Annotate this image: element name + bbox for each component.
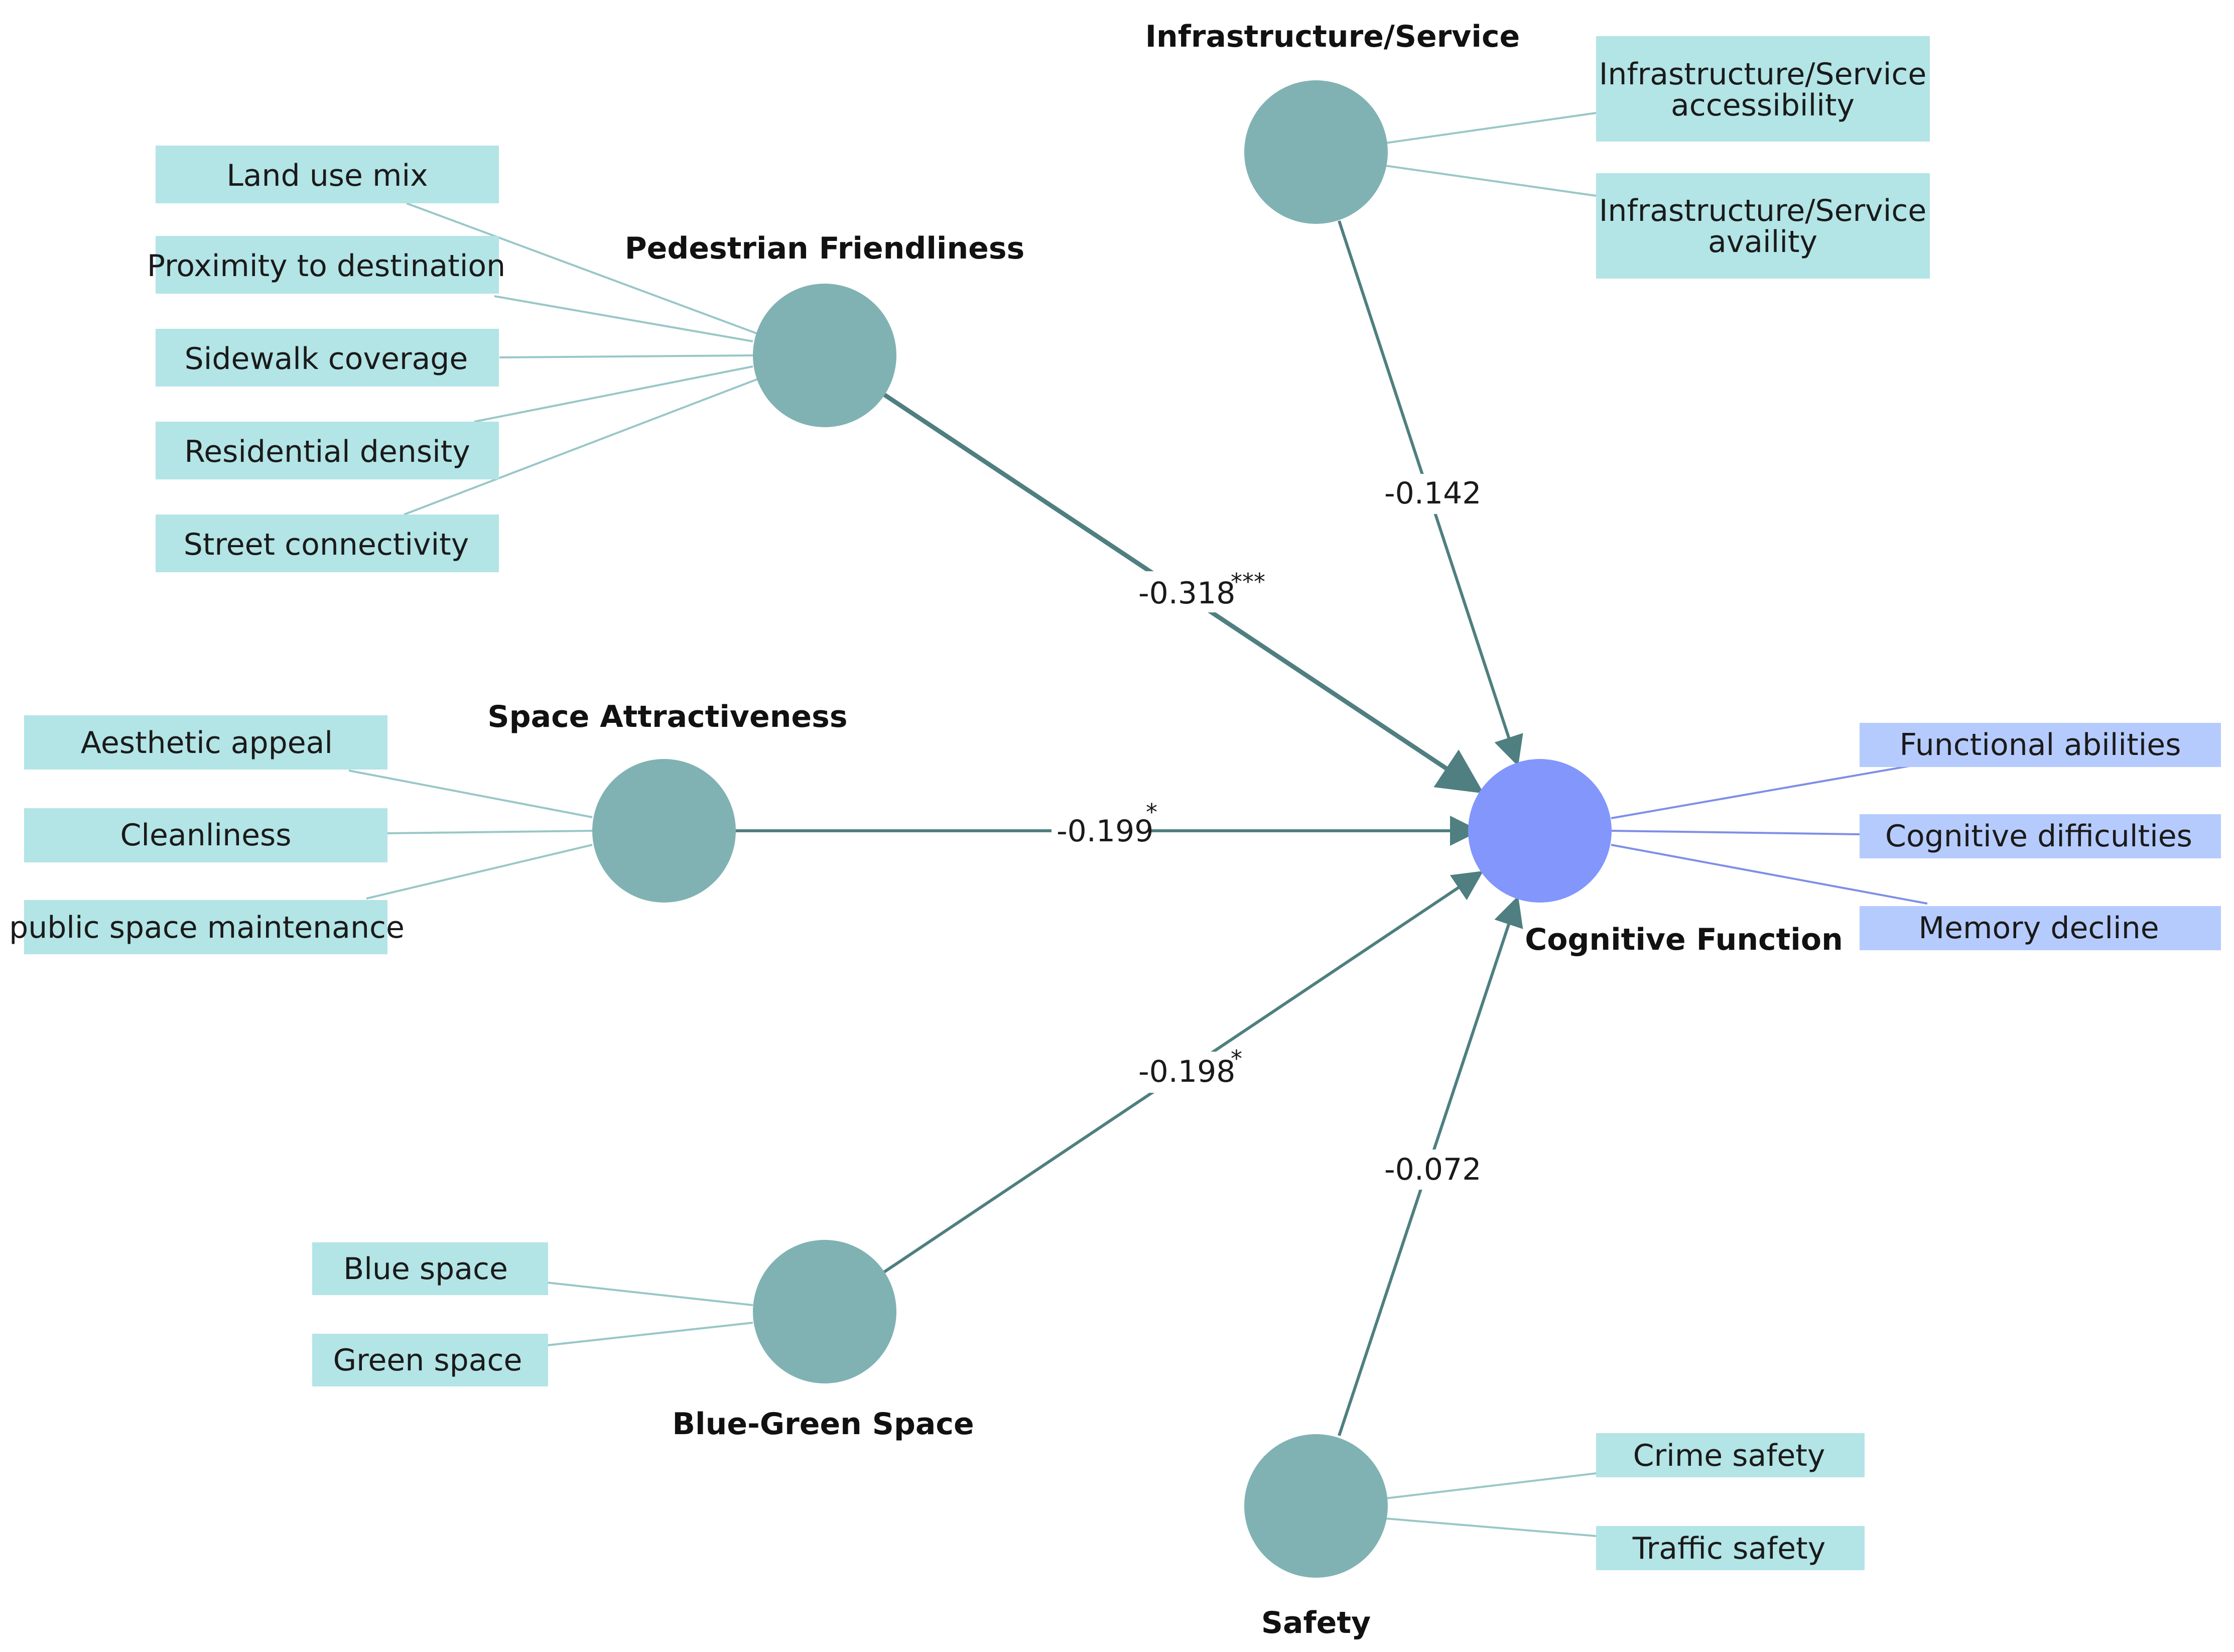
indicator-label: Residential density	[184, 434, 470, 469]
indicator-label-line1: Infrastructure/Service	[1599, 193, 1927, 228]
latent-label-safety: Safety	[1261, 1605, 1371, 1640]
indicator-label: Green space	[333, 1343, 522, 1378]
loading-line	[387, 830, 593, 834]
latent-node-cognitive	[1468, 759, 1612, 903]
latent-node-bluegreen	[753, 1240, 896, 1383]
indicators-cognitive: Functional abilities Cognitive difficult…	[1860, 723, 2221, 950]
loading-line	[348, 770, 593, 818]
indicator-label: Memory decline	[1918, 911, 2159, 946]
indicator-label: Land use mix	[226, 158, 428, 193]
coef-label-safety: -0.072	[1379, 1150, 1481, 1190]
coef-value-pedestrian: -0.318	[1138, 576, 1235, 611]
indicator-label: Functional abilities	[1900, 727, 2181, 763]
coef-value-safety: -0.072	[1384, 1152, 1481, 1187]
coef-value-attractiveness: -0.199	[1057, 814, 1153, 849]
significance-bluegreen: *	[1231, 1045, 1242, 1072]
indicator-label: Blue space	[343, 1251, 508, 1287]
indicator-box: Cognitive difficulties	[1860, 814, 2221, 858]
indicator-box: Functional abilities	[1860, 723, 2221, 767]
indicator-box: public space maintenance	[9, 900, 405, 954]
latent-node-safety	[1244, 1434, 1388, 1578]
indicator-box: Cleanliness	[24, 808, 387, 862]
loading-line	[366, 844, 593, 900]
loading-line	[406, 202, 758, 335]
latent-nodes	[592, 80, 1612, 1578]
indicator-label-line2: accessibility	[1671, 88, 1855, 123]
loading-lines	[348, 112, 1928, 1537]
latent-node-pedestrian	[753, 284, 896, 427]
significance-pedestrian: ***	[1231, 568, 1265, 595]
latent-label-bluegreen: Blue-Green Space	[672, 1407, 974, 1442]
indicators-attractiveness: Aesthetic appeal Cleanliness public spac…	[9, 715, 405, 954]
significance-attractiveness: *	[1146, 799, 1157, 826]
coef-value-bluegreen: -0.198	[1138, 1054, 1235, 1089]
loading-line	[547, 1282, 753, 1306]
indicator-box: Crime safety	[1596, 1433, 1865, 1477]
coef-label-attractiveness: -0.199 *	[1052, 799, 1157, 852]
latent-label-cognitive: Cognitive Function	[1525, 922, 1843, 957]
indicator-label: Aesthetic appeal	[81, 725, 333, 760]
indicators-bluegreen: Blue space Green space	[312, 1242, 548, 1386]
indicator-label: Proximity to destination	[147, 248, 505, 284]
indicator-box: Infrastructure/Service accessibility	[1596, 36, 1930, 142]
latent-label-attractiveness: Space Attractiveness	[487, 699, 847, 734]
coef-label-bluegreen: -0.198 *	[1132, 1045, 1242, 1093]
loading-line	[547, 1322, 753, 1346]
indicator-label: Cognitive difficulties	[1885, 819, 2192, 854]
loading-line	[1611, 765, 1913, 819]
coefficient-labels: -0.318 *** -0.142 -0.199 * -0.198 * -0.0…	[1052, 474, 1481, 1190]
indicator-box: Street connectivity	[156, 515, 499, 572]
coef-label-pedestrian: -0.318 ***	[1132, 568, 1265, 612]
indicator-box: Proximity to destination	[147, 236, 505, 294]
loading-line	[1611, 844, 1928, 905]
indicators-safety: Crime safety Traffic safety	[1596, 1433, 1865, 1570]
indicator-label: Cleanliness	[120, 818, 291, 853]
coef-label-infrastructure: -0.142	[1379, 474, 1481, 514]
latent-label-infrastructure: Infrastructure/Service	[1145, 19, 1520, 54]
indicator-label-line1: Infrastructure/Service	[1599, 57, 1927, 92]
loading-line	[1385, 1472, 1597, 1499]
latent-node-infrastructure	[1244, 80, 1388, 224]
latent-labels: Pedestrian Friendliness Infrastructure/S…	[487, 19, 1843, 1640]
indicator-box: Blue space	[312, 1242, 548, 1295]
indicator-box: Infrastructure/Service availity	[1596, 173, 1930, 279]
loading-line	[1385, 112, 1597, 144]
indicator-label: Sidewalk coverage	[185, 341, 468, 376]
indicator-label-line2: availity	[1708, 224, 1817, 260]
indicator-box: Sidewalk coverage	[156, 329, 499, 387]
indicator-label: Traffic safety	[1632, 1531, 1825, 1566]
indicator-box: Traffic safety	[1596, 1526, 1865, 1570]
loading-line	[474, 365, 753, 423]
loading-line	[1611, 830, 1860, 835]
indicators-infrastructure: Infrastructure/Service accessibility Inf…	[1596, 36, 1930, 279]
loading-line	[494, 295, 753, 342]
indicator-box: Memory decline	[1860, 906, 2221, 950]
loading-line	[1385, 165, 1597, 197]
loading-line	[404, 378, 758, 516]
loading-line	[1385, 1517, 1597, 1537]
loading-line	[499, 354, 753, 358]
indicator-box: Aesthetic appeal	[24, 715, 387, 770]
indicator-label: Street connectivity	[184, 527, 469, 562]
indicator-box: Green space	[312, 1334, 548, 1386]
latent-label-pedestrian: Pedestrian Friendliness	[625, 231, 1025, 266]
coef-value-infrastructure: -0.142	[1384, 476, 1481, 511]
indicator-label: public space maintenance	[9, 910, 405, 945]
latent-node-attractiveness	[592, 759, 736, 903]
indicator-box: Residential density	[156, 422, 499, 479]
indicator-label: Crime safety	[1633, 1438, 1825, 1473]
indicators-pedestrian: Land use mix Proximity to destination Si…	[147, 146, 505, 572]
indicator-box: Land use mix	[156, 146, 499, 203]
